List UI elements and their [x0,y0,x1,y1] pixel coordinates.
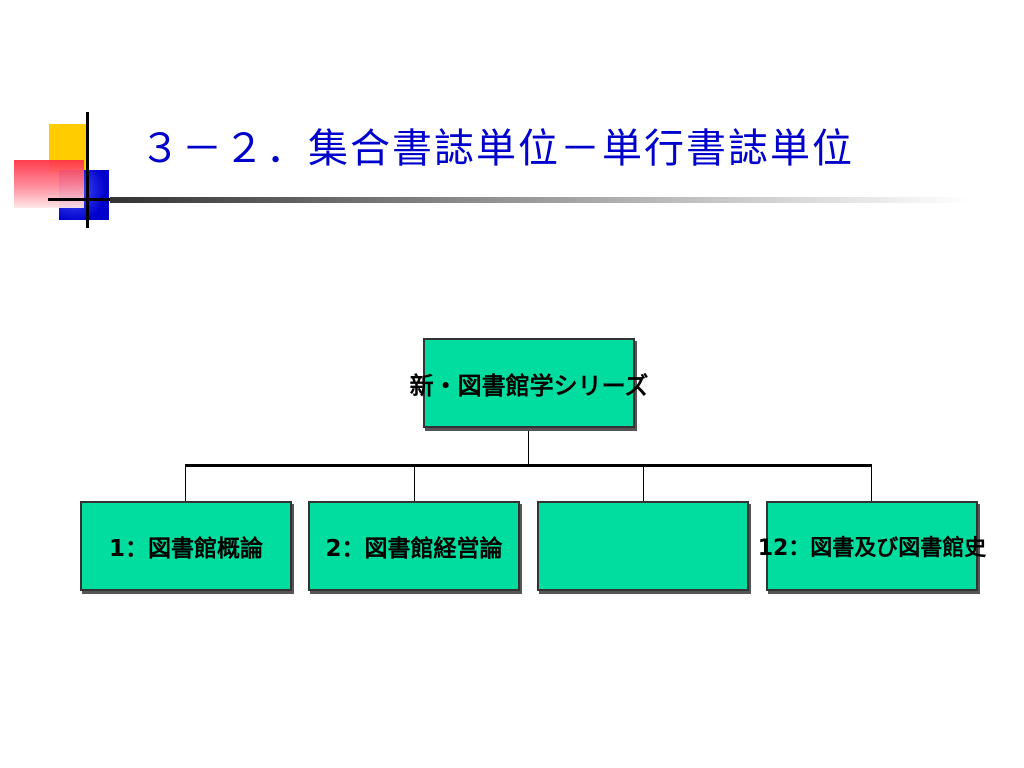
diagram-child-node-3 [537,501,749,591]
connector-child-2 [414,464,415,501]
diagram-root-node: 新・図書館学シリーズ [410,338,648,428]
connector-child-3 [643,464,644,501]
connector-root-down [528,428,529,464]
logo-horizontal-line [48,198,114,201]
logo-vertical-line [86,112,89,228]
connector-child-1 [185,464,186,501]
slide-title: ３－２．集合書誌単位－単行書誌単位 [140,126,854,172]
title-underline [110,197,970,203]
diagram-child-node-4: 12：図書及び図書館史 [758,501,986,591]
slide-logo-decoration [0,0,160,240]
connector-horizontal-bar [185,464,872,467]
connector-child-4 [871,464,872,501]
diagram-child-node-1: 1：図書館概論 [80,501,292,591]
diagram-child-node-2: 2：図書館経営論 [308,501,520,591]
